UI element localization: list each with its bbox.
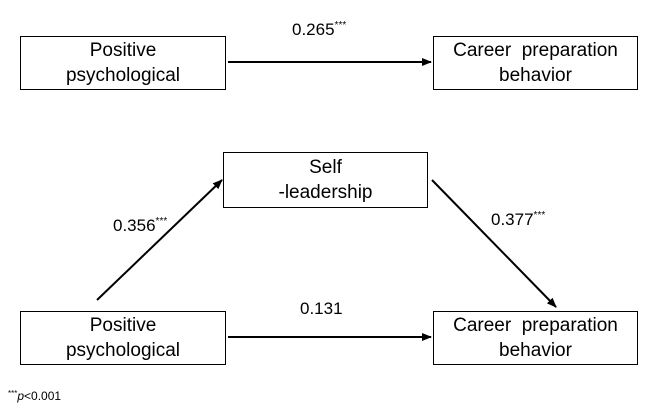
path-a-arrow: [96, 179, 223, 301]
significance-footnote: ***p<0.001: [8, 389, 61, 403]
top-career-preparation-box: Career preparation behavior: [433, 36, 638, 90]
top-path-sig: ***: [334, 20, 347, 31]
top-positive-psychological-line2: psychological: [65, 65, 181, 86]
top-career-preparation-line1: Career preparation: [453, 40, 618, 61]
top-positive-psychological-line1: Positive: [89, 40, 157, 61]
path-a-coefficient: 0.356***: [113, 216, 167, 236]
footnote-text: <0.001: [24, 389, 62, 403]
path-b-sig: ***: [533, 210, 546, 221]
footnote-p: p: [17, 389, 25, 403]
footnote-stars: ***: [8, 389, 18, 398]
top-path-coef: 0.265: [292, 20, 335, 39]
top-career-preparation-line2: behavior: [499, 65, 572, 86]
bottom-positive-psychological-line2: psychological: [65, 340, 181, 361]
path-a-coef: 0.356: [113, 216, 156, 235]
path-b-coef: 0.377: [491, 210, 534, 229]
path-c-prime-coefficient: 0.131: [300, 299, 343, 319]
bottom-career-preparation-box: Career preparation behavior: [433, 311, 638, 365]
top-path-coefficient: 0.265***: [292, 20, 346, 40]
path-a-sig: ***: [155, 216, 168, 227]
path-c-prime-coef: 0.131: [300, 299, 343, 318]
path-b-arrow: [431, 179, 557, 308]
bottom-positive-psychological-line1: Positive: [89, 315, 157, 336]
self-leadership-line1: Self: [309, 157, 342, 178]
bottom-positive-psychological-box: Positive psychological: [20, 311, 226, 365]
bottom-career-preparation-line2: behavior: [499, 340, 572, 361]
path-b-coefficient: 0.377***: [491, 210, 545, 230]
bottom-career-preparation-line1: Career preparation: [453, 315, 618, 336]
top-positive-psychological-box: Positive psychological: [20, 36, 226, 90]
self-leadership-box: Self -leadership: [223, 152, 428, 208]
self-leadership-line2: -leadership: [278, 182, 373, 203]
